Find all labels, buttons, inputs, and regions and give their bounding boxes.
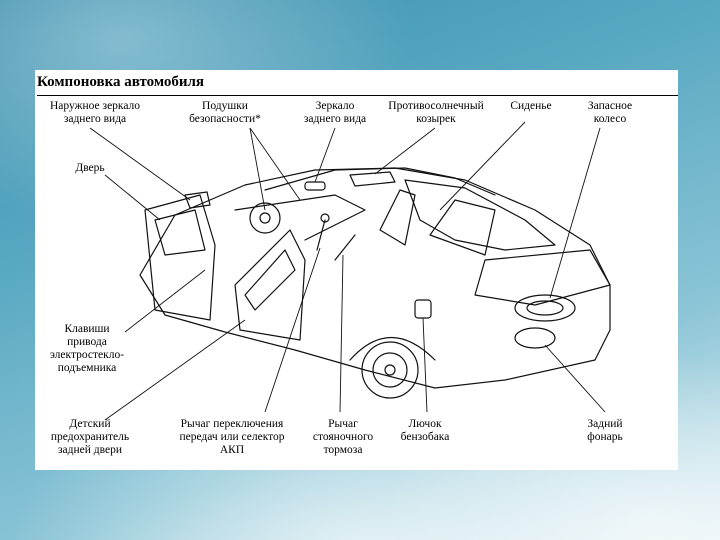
label-gear-lever: Рычаг переключения передач или селектор …	[179, 418, 285, 456]
label-sunvisor: Противосолнечный козырек	[388, 100, 484, 125]
label-fuel-hatch: Лючок бензобака	[400, 418, 450, 443]
leader-airbags-2	[249, 127, 301, 201]
label-seat: Сиденье	[510, 100, 552, 112]
leader-child-lock	[104, 319, 246, 421]
outer-mirror-shape	[184, 191, 211, 209]
rear-window	[404, 179, 556, 251]
gear-lever-shape	[316, 219, 326, 251]
leader-window-keys	[124, 269, 206, 333]
front-seat	[379, 189, 416, 246]
car-diagram	[89, 121, 611, 421]
leader-door	[104, 174, 161, 221]
trunk	[474, 249, 611, 306]
parking-brake-shape	[334, 234, 356, 261]
label-child-lock: Детский предохранитель задней двери	[50, 418, 130, 456]
tail-light-shape	[514, 327, 556, 349]
label-window-keys: Клавиши привода электростекло- подъемник…	[49, 323, 125, 374]
rear-seat	[429, 199, 496, 256]
leader-airbags-1	[249, 127, 266, 211]
leader-mirror-outer	[89, 127, 191, 201]
fuel-hatch-shape	[414, 299, 432, 319]
label-airbags: Подушки безопасности*	[189, 100, 261, 125]
spare-wheel-shape	[514, 294, 576, 322]
slide-title: Компоновка автомобиля	[37, 74, 678, 96]
car-body-outline	[139, 167, 611, 389]
label-mirror-outer: Наружное зеркало заднего вида	[49, 100, 141, 125]
steering-wheel	[249, 202, 281, 234]
label-spare-wheel: Запасное колесо	[587, 100, 633, 125]
rear-wheel	[361, 341, 419, 399]
label-mirror-rear: Зеркало заднего вида	[303, 100, 367, 125]
leader-sunvisor	[374, 127, 436, 175]
sun-visor-shape	[349, 171, 396, 187]
rear-mirror-shape	[304, 181, 326, 191]
leader-gear	[264, 247, 321, 413]
label-tail-light: Задний фонарь	[587, 418, 623, 443]
slide: Компоновка автомобиля	[35, 70, 678, 470]
front-door	[144, 194, 216, 321]
label-door: Дверь	[75, 162, 105, 174]
leader-seat	[439, 121, 526, 211]
leader-spare	[549, 127, 601, 299]
leader-mirror-rear	[314, 127, 336, 183]
leader-fuel	[422, 317, 428, 413]
car-roof	[264, 167, 496, 196]
leader-brake	[339, 254, 344, 413]
label-parking-brake: Рычаг стояночного тормоза	[312, 418, 374, 456]
leader-tail	[544, 344, 606, 413]
